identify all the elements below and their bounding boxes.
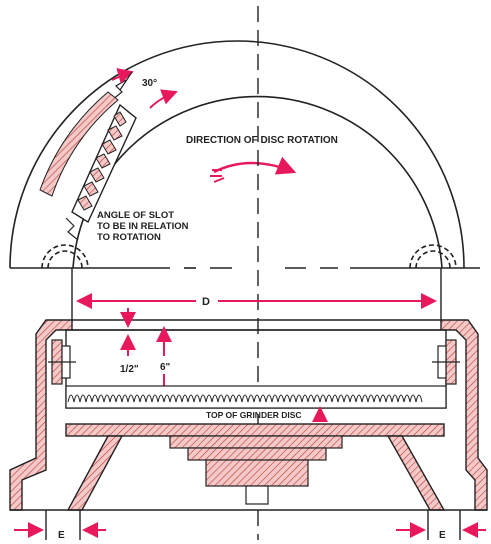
slot-band [39,79,137,241]
bolt-hole-right [409,244,457,269]
disc-hub-lower [187,447,327,461]
disc-hub [169,435,343,449]
edge-left-label: E [58,530,65,541]
outer-arc [9,40,465,269]
drive-mount [205,459,309,487]
edge-right-dim [396,510,486,540]
bolt-left [48,339,76,385]
angle-label: 30° [142,78,157,89]
discharge-chutes [10,435,487,511]
slot-angle-label-line2: TO BE IN RELATION [97,221,189,232]
angle-arrows [111,68,178,109]
teeth-band [65,385,447,409]
top-of-disc-label: TOP OF GRINDER DISC [206,410,302,420]
clearance-small-label: 1/2" [120,364,139,375]
edge-right-label: E [439,530,446,541]
direction-label: DIRECTION OF DISC ROTATION [186,135,338,146]
grinder-disc [65,423,445,437]
bolt-right [432,339,460,385]
edge-left-dim [14,510,106,540]
rotation-arrow [210,156,297,183]
slot-angle-label-line1: ANGLE OF SLOT [97,210,174,221]
slot-angle-label-line3: TO ROTATION [97,232,161,243]
top-view [9,40,480,269]
clearance-large-label: 6" [160,362,171,373]
shaft [245,485,269,505]
bolt-hole-left [41,244,89,269]
diameter-label: D [202,296,210,308]
disc-teeth [67,394,423,403]
